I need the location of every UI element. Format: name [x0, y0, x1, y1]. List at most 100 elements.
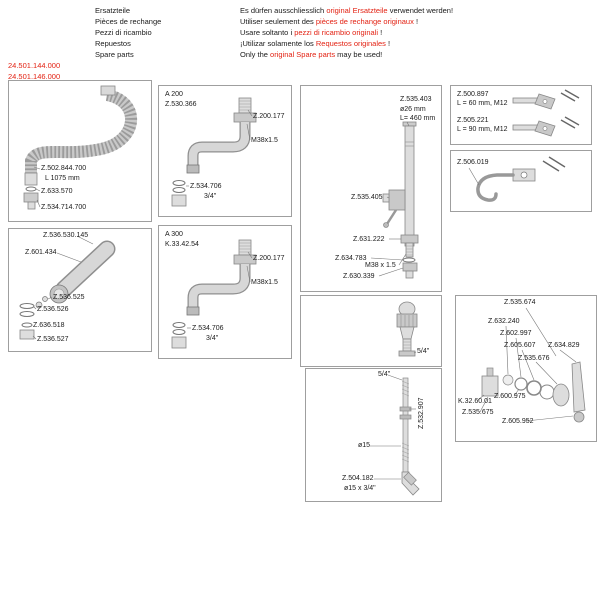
notice-line-en: Only the original Spare parts may be use… — [240, 49, 453, 60]
a300-seal-size-spec: 3/4" — [206, 335, 219, 342]
column-valve-part-number: Z.535.405 — [351, 194, 383, 201]
language-en: Spare parts — [95, 50, 134, 59]
a300-seal-part-number: Z.534.706 — [192, 325, 224, 332]
cartridge-handle-part-number: Z.634.829 — [548, 342, 580, 349]
column-base-part-number: Z.630.339 — [343, 273, 375, 280]
spout-a300-drawing — [171, 239, 257, 349]
column-leader-lines — [370, 121, 410, 277]
a300-spout-part-number: K.33.42.54 — [165, 241, 199, 248]
notice-es-pre: ¡Utilizar solamente los — [240, 39, 314, 48]
column-seal-part-number: Z.634.783 — [335, 255, 367, 262]
notice-de-pre: Es dürfen ausschliesslich — [240, 6, 325, 15]
rod-elbow-fitting-shape — [401, 471, 420, 496]
spray-head-seal-stack — [19, 303, 35, 340]
a300-model-label: A 300 — [165, 231, 183, 238]
hose-part-number: Z.502.844.700 — [41, 165, 87, 172]
hose-fitting-part-number: Z.534.714.700 — [41, 204, 87, 211]
language-fr: Pièces de rechange — [95, 17, 162, 26]
rod-fitting-part-number: Z.504.182 — [342, 475, 374, 482]
a200-seal-part-number: Z.534.706 — [190, 183, 222, 190]
sprayhead-part-number: Z.536.530.145 — [43, 232, 89, 239]
notice-fr-em: pièces de rechange originaux — [315, 17, 414, 26]
bracket-short-spec: L = 60 mm, M12 — [457, 100, 508, 107]
cartridge-set-part-number: Z.535.674 — [504, 299, 536, 306]
notice-it-em: pezzi di ricambio originali — [294, 28, 378, 37]
cartridge-dome-shape — [552, 383, 570, 407]
a200-aerator-part-number: Z.200.177 — [253, 113, 285, 120]
rod-part-number: Z.532.907 — [418, 397, 425, 429]
a200-thread-spec: M38x1.5 — [251, 137, 278, 144]
spray-head-panel: Z.536.530.145 Z.601.434 Z.536.525 Z.536.… — [8, 228, 152, 352]
spout-a200-panel: A 200 Z.530.366 Z.200.177 M38x1.5 Z.534.… — [158, 85, 292, 217]
notice-es-post: ! — [388, 39, 391, 48]
language-list: Ersatzteile Pièces de rechange Pezzi di … — [95, 5, 161, 60]
spray-head-handle-shape — [35, 240, 116, 309]
notice-line-es: ¡Utilizar solamente los Requestos origin… — [240, 38, 453, 49]
column-drawing — [370, 121, 419, 279]
notice-fr-pre: Utiliser seulement des — [240, 17, 314, 26]
hose-seal-part-number: Z.633.570 — [41, 188, 73, 195]
cartridge-cap-part-number: Z.632.240 — [488, 318, 520, 325]
a200-seal-size-spec: 3/4" — [204, 193, 217, 200]
language-it: Pezzi di ricambio — [95, 28, 152, 37]
notice-line-fr: Utiliser seulement des pièces de rechang… — [240, 16, 453, 27]
a200-spout-part-number: Z.530.366 — [165, 101, 197, 108]
notice-fr-post: ! — [415, 17, 419, 26]
column-pipe-part-number: Z.535.403 — [400, 96, 432, 103]
cartridge-base-part-number: Z.535.675 — [462, 409, 494, 416]
cartridge-body-part-number: K.32.60.01 — [458, 398, 492, 405]
hook-panel: Z.506.019 — [450, 150, 592, 212]
spout-seal-set — [171, 180, 187, 207]
cartridge-lever-part-number: Z.605.952 — [502, 418, 534, 425]
hook-leader-lines — [468, 167, 480, 186]
nozzle-shape — [396, 301, 418, 357]
brackets-drawing — [512, 89, 580, 137]
cartridge-panel: Z.535.674 Z.632.240 Z.602.997 Z.605.607 … — [455, 295, 597, 442]
product-numbers: 24.501.144.000 24.501.146.000 — [8, 60, 60, 82]
bracket-long-part-number: Z.505.221 — [457, 117, 489, 124]
hose-length-spec: L 1075 mm — [45, 175, 80, 182]
bracket-short-shape — [512, 89, 580, 110]
sprayhead-screw-part-number: Z.536.525 — [53, 294, 85, 301]
spout-leader-lines — [186, 109, 253, 187]
cartridge-dome-part-number: Z.535.676 — [518, 355, 550, 362]
hose-drawing — [23, 85, 138, 210]
a200-model-label: A 200 — [165, 91, 183, 98]
hose-leader-lines — [33, 166, 41, 208]
notice-de-em: original Ersatzteile — [326, 6, 388, 15]
notice-it-post: ! — [380, 28, 383, 37]
spout-a300-panel: A 300 K.33.42.54 Z.200.177 M38x1.5 Z.534… — [158, 225, 292, 359]
rod-fitting-size-spec: ø15 x 3/4" — [344, 485, 376, 492]
cartridge-oring-part-number-2: Z.605.607 — [504, 342, 536, 349]
notice-line-de: Es dürfen ausschliesslich original Ersat… — [240, 5, 453, 16]
notice-de-post: verwendet werden! — [389, 6, 454, 15]
notice-en-post: may be used! — [337, 50, 383, 59]
nozzle-size-spec: 5/4" — [417, 348, 430, 355]
notice-line-it: Usare soltanto i pezzi di ricambio origi… — [240, 27, 453, 38]
cartridge-leader-lines — [477, 307, 577, 422]
rod-diameter-spec: ø15 — [358, 442, 371, 449]
column-pipe-diameter-spec: ø26 mm — [400, 106, 426, 113]
nozzle-panel: 5/4" — [300, 295, 442, 367]
rod-panel: 5/4" Z.532.907 ø15 Z.504.182 ø15 x 3/4" — [305, 368, 442, 502]
rod-drawing — [370, 374, 420, 496]
a300-aerator-part-number: Z.200.177 — [253, 255, 285, 262]
notice-en-em: original Spare parts — [270, 50, 336, 59]
column-pipe-length-spec: L= 460 mm — [400, 115, 436, 122]
sprayhead-seal-part-number: Z.636.518 — [33, 322, 65, 329]
notice-en-pre: Only the — [240, 50, 268, 59]
cartridge-lever-shape — [571, 361, 586, 423]
spray-head-drawing — [19, 235, 116, 340]
hook-drawing — [468, 156, 566, 202]
spout-shape — [186, 97, 257, 174]
cartridge-seals-part-number: Z.600.975 — [494, 393, 526, 400]
notice-list: Es dürfen ausschliesslich original Ersat… — [240, 5, 453, 60]
spout-seal-set — [171, 322, 187, 349]
language-de: Ersatzteile — [95, 6, 131, 15]
bracket-short-part-number: Z.500.897 — [457, 91, 489, 98]
spout-a200-drawing — [171, 97, 257, 207]
hose-panel: Z.502.844.700 L 1075 mm Z.633.570 Z.534.… — [8, 80, 152, 222]
a300-thread-spec: M38x1.5 — [251, 279, 278, 286]
rod-size-spec: 5/4" — [378, 371, 391, 378]
